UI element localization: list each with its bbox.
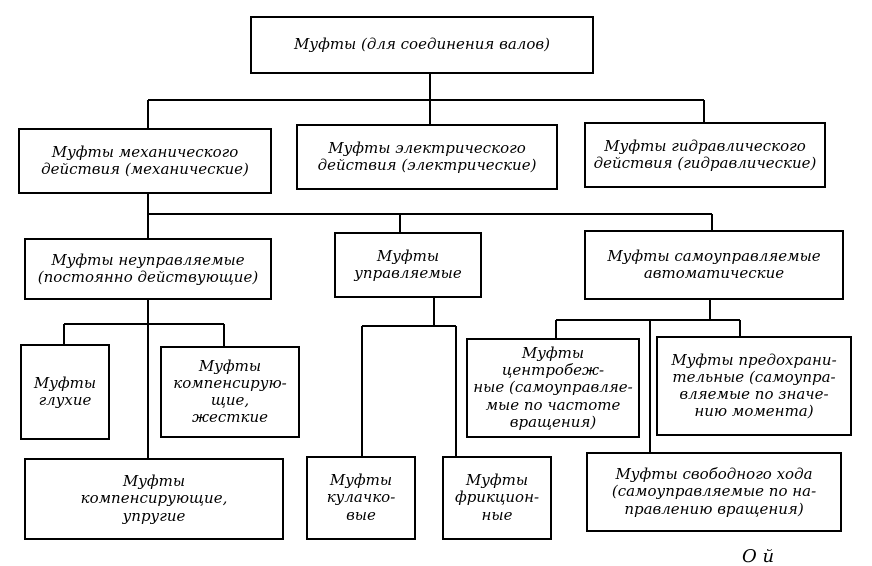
freewheel-coupling-box: Муфты свободного хода (самоуправляемые п… — [586, 452, 842, 532]
hydraulic-label: Муфты гидравлического действия (гидравли… — [593, 136, 817, 172]
safety-coupling-box: Муфты предохрани- тельные (самоупра- вля… — [656, 336, 852, 436]
jaw-coupling-label: Муфты кулачко- вые — [326, 471, 396, 524]
root-box: Муфты (для соединения валов) — [250, 16, 594, 74]
blind-coupling-label: Муфты глухие — [33, 373, 97, 409]
elastic-coupling-label: Муфты компенсирующие, упругие — [80, 472, 228, 525]
friction-coupling-box: Муфты фрикцион- ные — [442, 456, 552, 540]
rigid-coupling-label: Муфты компенсирую- щие, жесткие — [173, 356, 287, 427]
rigid-coupling-box: Муфты компенсирую- щие, жесткие — [160, 346, 300, 438]
jaw-coupling-box: Муфты кулачко- вые — [306, 456, 416, 540]
hydraulic-box: Муфты гидравлического действия (гидравли… — [584, 122, 826, 188]
mechanical-box: Муфты механического действия (механическ… — [18, 128, 272, 194]
elastic-coupling-box: Муфты компенсирующие, упругие — [24, 458, 284, 540]
uncontrolled-label: Муфты неуправляемые (постоянно действующ… — [37, 250, 259, 286]
controlled-box: Муфты управляемые — [334, 232, 482, 298]
selfcontrolled-box: Муфты самоуправляемые автоматические — [584, 230, 844, 300]
blind-coupling-box: Муфты глухие — [20, 344, 110, 440]
centrifugal-coupling-box: Муфты центробеж- ные (самоуправляе- мые … — [466, 338, 640, 438]
stray-page-text: О й — [742, 546, 775, 566]
friction-coupling-label: Муфты фрикцион- ные — [454, 471, 540, 524]
freewheel-coupling-label: Муфты свободного хода (самоуправляемые п… — [611, 465, 817, 518]
centrifugal-coupling-label: Муфты центробеж- ные (самоуправляе- мые … — [473, 343, 633, 431]
safety-coupling-label: Муфты предохрани- тельные (самоупра- вля… — [671, 350, 837, 421]
root-label: Муфты (для соединения валов) — [294, 35, 550, 54]
selfcontrolled-label: Муфты самоуправляемые автоматические — [607, 246, 821, 282]
mechanical-label: Муфты механического действия (механическ… — [41, 142, 249, 178]
electric-box: Муфты электрического действия (электриче… — [296, 124, 558, 190]
electric-label: Муфты электрического действия (электриче… — [317, 138, 537, 174]
controlled-label: Муфты управляемые — [354, 246, 462, 282]
uncontrolled-box: Муфты неуправляемые (постоянно действующ… — [24, 238, 272, 300]
